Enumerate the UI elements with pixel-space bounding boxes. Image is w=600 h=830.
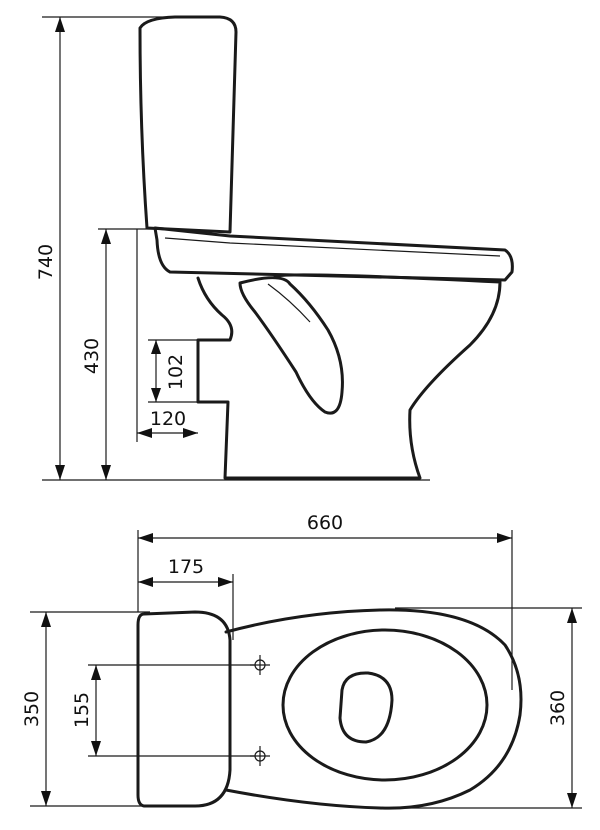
dim-label-740: 740 <box>35 244 57 280</box>
dimension-740: 740 <box>35 17 65 480</box>
side-seat-inner <box>164 237 501 257</box>
side-seat <box>153 226 514 282</box>
dim-label-155: 155 <box>71 692 93 728</box>
side-bowl-body <box>196 273 502 480</box>
dim-label-350: 350 <box>21 691 43 727</box>
dim-label-430: 430 <box>81 338 103 374</box>
top-tank <box>136 610 232 808</box>
top-view <box>136 608 523 810</box>
dim-label-175: 175 <box>168 556 204 578</box>
dimension-175: 175 <box>138 556 233 587</box>
top-bowl-outline <box>224 608 523 810</box>
side-tank <box>138 15 238 234</box>
side-bowl-trap <box>238 276 344 415</box>
dim-label-102: 102 <box>165 354 187 390</box>
dimension-102: 102 <box>151 340 187 402</box>
dimension-350: 350 <box>21 612 51 806</box>
dim-label-360: 360 <box>547 690 569 726</box>
dimension-155: 155 <box>71 665 101 756</box>
dimension-430: 430 <box>81 229 111 480</box>
dimension-360: 360 <box>547 608 577 808</box>
side-rim-inner <box>267 283 311 323</box>
top-bowl-rim <box>281 628 489 782</box>
dimension-120: 120 <box>137 408 198 438</box>
dim-label-660: 660 <box>307 512 343 534</box>
dim-label-120: 120 <box>150 408 186 430</box>
top-drain <box>338 671 394 744</box>
side-view <box>138 15 514 480</box>
dimension-660: 660 <box>138 512 512 543</box>
